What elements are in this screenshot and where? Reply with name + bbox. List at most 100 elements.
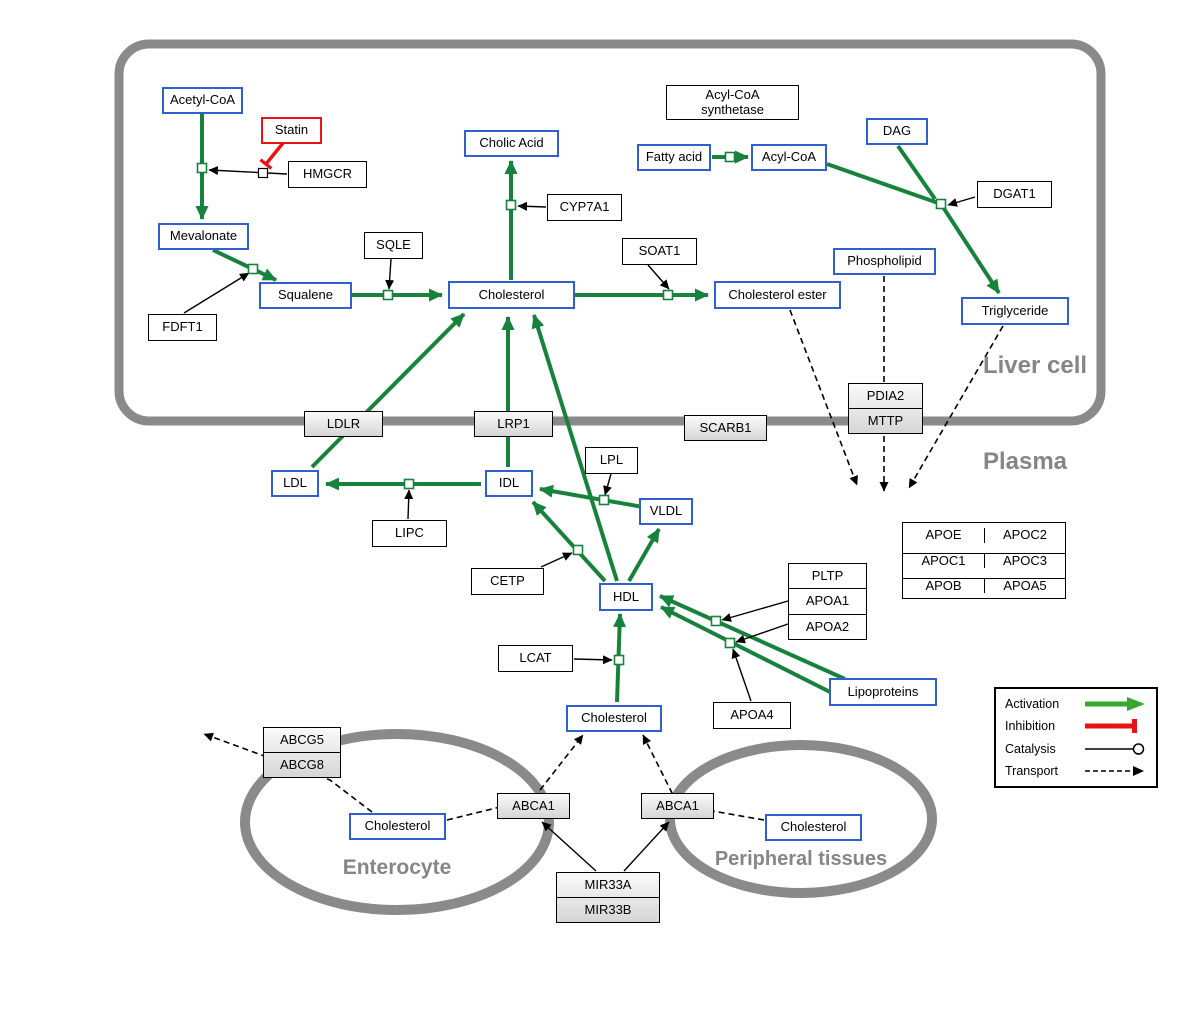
node-mevalonate[interactable]: Mevalonate	[158, 223, 249, 250]
plasma-label: Plasma	[982, 448, 1068, 475]
edge-soat1-catalysis	[647, 264, 670, 290]
node-cholesterol-ester[interactable]: Cholesterol ester	[714, 281, 841, 309]
liver-cell-label: Liver cell	[982, 352, 1088, 379]
catalysis-circle-icon	[1085, 742, 1145, 755]
legend-inhibition-label: Inhibition	[1005, 719, 1056, 734]
node-cholesterol-enterocyte[interactable]: Cholesterol	[349, 813, 446, 840]
node-mir33a[interactable]: MIR33A	[584, 876, 632, 892]
node-dgat1[interactable]: DGAT1	[977, 181, 1052, 208]
edge-mevalonate-squalene	[212, 248, 277, 282]
edge-ldl-liver-cholesterol	[310, 312, 466, 469]
node-acyl-coa-synthetase[interactable]: Acyl-CoA synthetase	[666, 85, 799, 120]
node-fdft1[interactable]: FDFT1	[148, 314, 217, 341]
legend-transport-label: Transport	[1005, 763, 1059, 778]
node-vldl[interactable]: VLDL	[639, 498, 693, 525]
node-apolipoprotein-table: APOE APOC2 APOC1 APOC3 APOB APOA5	[902, 522, 1066, 599]
node-apoa2[interactable]: APOA2	[789, 613, 866, 639]
reaction-anchor	[724, 637, 736, 649]
node-lrp1[interactable]: LRP1	[474, 411, 553, 437]
node-acetyl-coa[interactable]: Acetyl-CoA	[162, 87, 243, 114]
edge-enterocyte-cholesterol-efflux	[446, 734, 584, 821]
node-ldlr[interactable]: LDLR	[304, 411, 383, 437]
edge-cholesterolester-transport	[789, 309, 858, 486]
reaction-anchor	[662, 289, 674, 301]
node-apoc3[interactable]: APOC3	[984, 552, 1065, 569]
node-lipoproteins[interactable]: Lipoproteins	[829, 678, 937, 706]
reaction-anchor	[403, 478, 415, 490]
node-ldl[interactable]: LDL	[271, 470, 319, 497]
edge-mir33-abca1-left	[541, 821, 597, 872]
edge-statin-inhibits-hmgcr	[266, 141, 285, 164]
node-triglyceride[interactable]: Triglyceride	[961, 297, 1069, 325]
node-cholesterol-plasma[interactable]: Cholesterol	[566, 705, 662, 732]
node-soat1[interactable]: SOAT1	[622, 238, 697, 265]
legend: Activation Inhibition Catalysis Transpor…	[994, 687, 1158, 788]
node-hmgcr[interactable]: HMGCR	[288, 161, 367, 188]
node-apoa4[interactable]: APOA4	[713, 702, 791, 729]
node-apob[interactable]: APOB	[903, 577, 984, 593]
node-abca1-right[interactable]: ABCA1	[641, 793, 714, 819]
edge-lcat-catalysis	[573, 655, 613, 665]
node-mttp[interactable]: MTTP	[849, 408, 922, 433]
edge-triglyceride-transport	[908, 325, 1004, 489]
reaction-anchor	[613, 654, 625, 666]
liver-cell-compartment	[114, 39, 1106, 426]
reaction-anchor	[572, 544, 584, 556]
node-mir33b[interactable]: MIR33B	[557, 897, 659, 922]
node-cholesterol-peripheral[interactable]: Cholesterol	[765, 814, 862, 841]
node-acyl-coa2[interactable]: Acyl-CoA	[751, 144, 827, 171]
node-cetp[interactable]: CETP	[471, 568, 544, 595]
reaction-anchor	[724, 151, 736, 163]
edge-lipoproteins-hdl-2	[660, 605, 839, 698]
edge-hdl-liver-cholesterol	[531, 314, 619, 582]
edge-fdft1-catalysis	[183, 272, 250, 314]
node-apoa5[interactable]: APOA5	[984, 577, 1065, 594]
node-pltp-apoa1-apoa2: PLTP APOA1 APOA2	[788, 563, 867, 640]
node-hdl[interactable]: HDL	[599, 583, 653, 611]
node-fatty-acid[interactable]: Fatty acid	[637, 144, 711, 171]
reaction-anchor	[196, 162, 208, 174]
node-abcg5[interactable]: ABCG5	[279, 731, 325, 747]
node-apoa1[interactable]: APOA1	[789, 588, 866, 613]
node-squalene[interactable]: Squalene	[259, 282, 352, 309]
node-idl[interactable]: IDL	[485, 470, 533, 497]
node-cyp7a1[interactable]: CYP7A1	[547, 194, 622, 221]
node-cholic-acid[interactable]: Cholic Acid	[464, 130, 559, 157]
node-pdia2[interactable]: PDIA2	[866, 387, 905, 403]
legend-catalysis-label: Catalysis	[1005, 741, 1056, 756]
node-lcat[interactable]: LCAT	[498, 645, 573, 672]
node-mir33: MIR33A MIR33B	[556, 872, 660, 923]
node-statin[interactable]: Statin	[261, 117, 322, 144]
node-apoe[interactable]: APOE	[925, 527, 962, 543]
node-lpl[interactable]: LPL	[585, 447, 638, 474]
node-scarb1[interactable]: SCARB1	[684, 415, 767, 441]
node-abcg5-abcg8: ABCG5 ABCG8	[263, 727, 341, 778]
edge-cetp-catalysis	[540, 552, 573, 568]
inhibition-tbar-icon	[1085, 719, 1137, 734]
edge-pltp-interaction	[721, 600, 789, 622]
node-cholesterol-liver[interactable]: Cholesterol	[448, 281, 575, 309]
legend-activation-label: Activation	[1005, 697, 1060, 712]
node-apoc2[interactable]: APOC2	[984, 528, 1065, 543]
edge-hdl-idl	[531, 500, 607, 583]
node-pltp[interactable]: PLTP	[811, 568, 844, 584]
peripheral-tissues-compartment	[665, 740, 937, 898]
catalysis-anchor	[257, 167, 269, 179]
node-sqle[interactable]: SQLE	[364, 232, 423, 259]
node-abcg8[interactable]: ABCG8	[264, 752, 340, 777]
edge-mir33-abca1-right	[623, 821, 670, 872]
node-lipc[interactable]: LIPC	[372, 520, 447, 547]
acyl-coa-synthetase-line1: Acyl-CoA	[705, 87, 760, 103]
edge-sqle-catalysis	[385, 258, 395, 290]
edge-hmgcr-catalysis	[208, 165, 288, 175]
edge-enterocyte-cholesterol-excretion	[203, 732, 373, 813]
edge-dag-junction	[896, 144, 937, 201]
node-apoc1[interactable]: APOC1	[903, 552, 984, 568]
transport-dashed-arrow-icon	[1085, 765, 1144, 776]
node-abca1-left[interactable]: ABCA1	[497, 793, 570, 819]
reaction-anchor	[247, 263, 259, 275]
node-phospholipid[interactable]: Phospholipid	[833, 248, 936, 275]
node-dag[interactable]: DAG	[866, 118, 928, 145]
